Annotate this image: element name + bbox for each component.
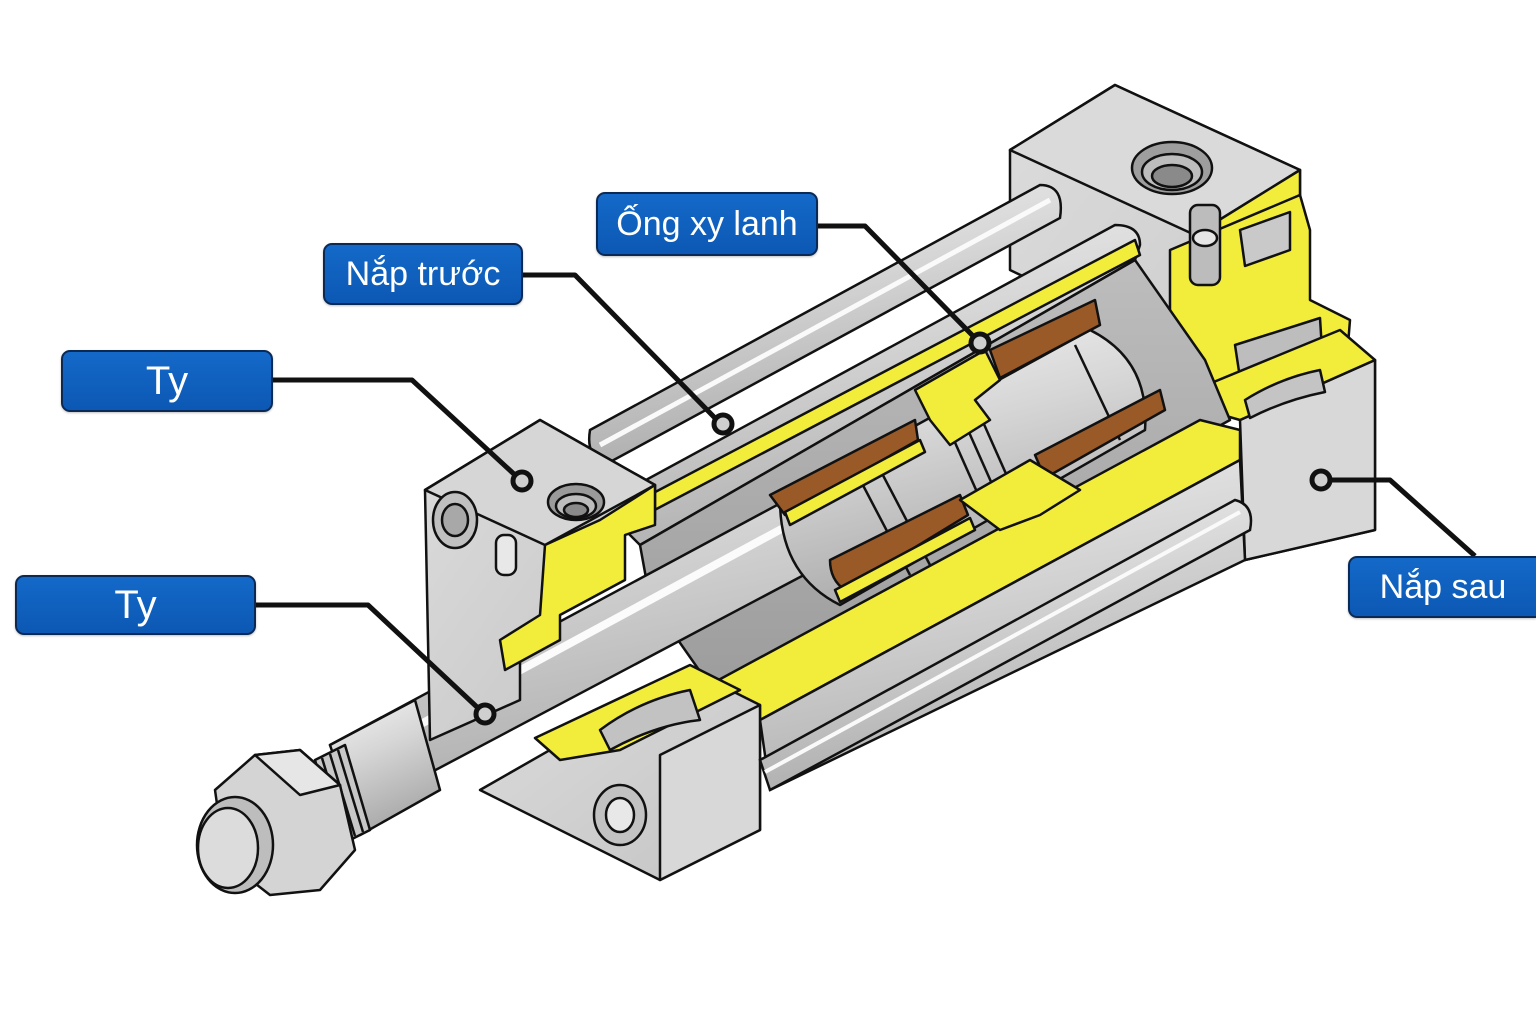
label-ty-top[interactable]: Ty — [61, 350, 273, 412]
dot-ty-top — [510, 469, 534, 493]
leader-ty-bottom — [256, 602, 480, 710]
label-nap-truoc[interactable]: Nắp trước — [323, 243, 523, 305]
label-text: Ty — [145, 358, 189, 403]
tie-rod-top — [587, 183, 1063, 464]
leader-ong-xy-lanh — [818, 223, 977, 340]
label-text: Ống xy lanh — [616, 204, 798, 243]
front-cap-bottom — [478, 663, 762, 882]
label-ong-xy-lanh[interactable]: Ống xy lanh — [596, 192, 818, 256]
front-cap — [423, 418, 657, 742]
dot-ong-xy-lanh — [968, 331, 992, 355]
callout-lines — [256, 223, 1477, 710]
label-nap-sau[interactable]: Nắp sau — [1348, 556, 1536, 618]
leader-ty-top — [273, 377, 517, 477]
tie-rod-bottom — [758, 498, 1253, 792]
rod-end — [195, 698, 442, 897]
label-ty-bottom[interactable]: Ty — [15, 575, 256, 635]
dot-nap-truoc — [711, 412, 735, 436]
label-text: Ty — [114, 582, 157, 627]
leader-nap-truoc — [523, 272, 717, 420]
dot-ty-bottom — [473, 702, 497, 726]
callout-dots — [473, 331, 1333, 726]
label-text: Nắp sau — [1379, 567, 1507, 606]
dot-nap-sau — [1309, 468, 1333, 492]
label-text: Nắp trước — [345, 254, 501, 293]
leader-nap-sau — [1330, 477, 1477, 558]
